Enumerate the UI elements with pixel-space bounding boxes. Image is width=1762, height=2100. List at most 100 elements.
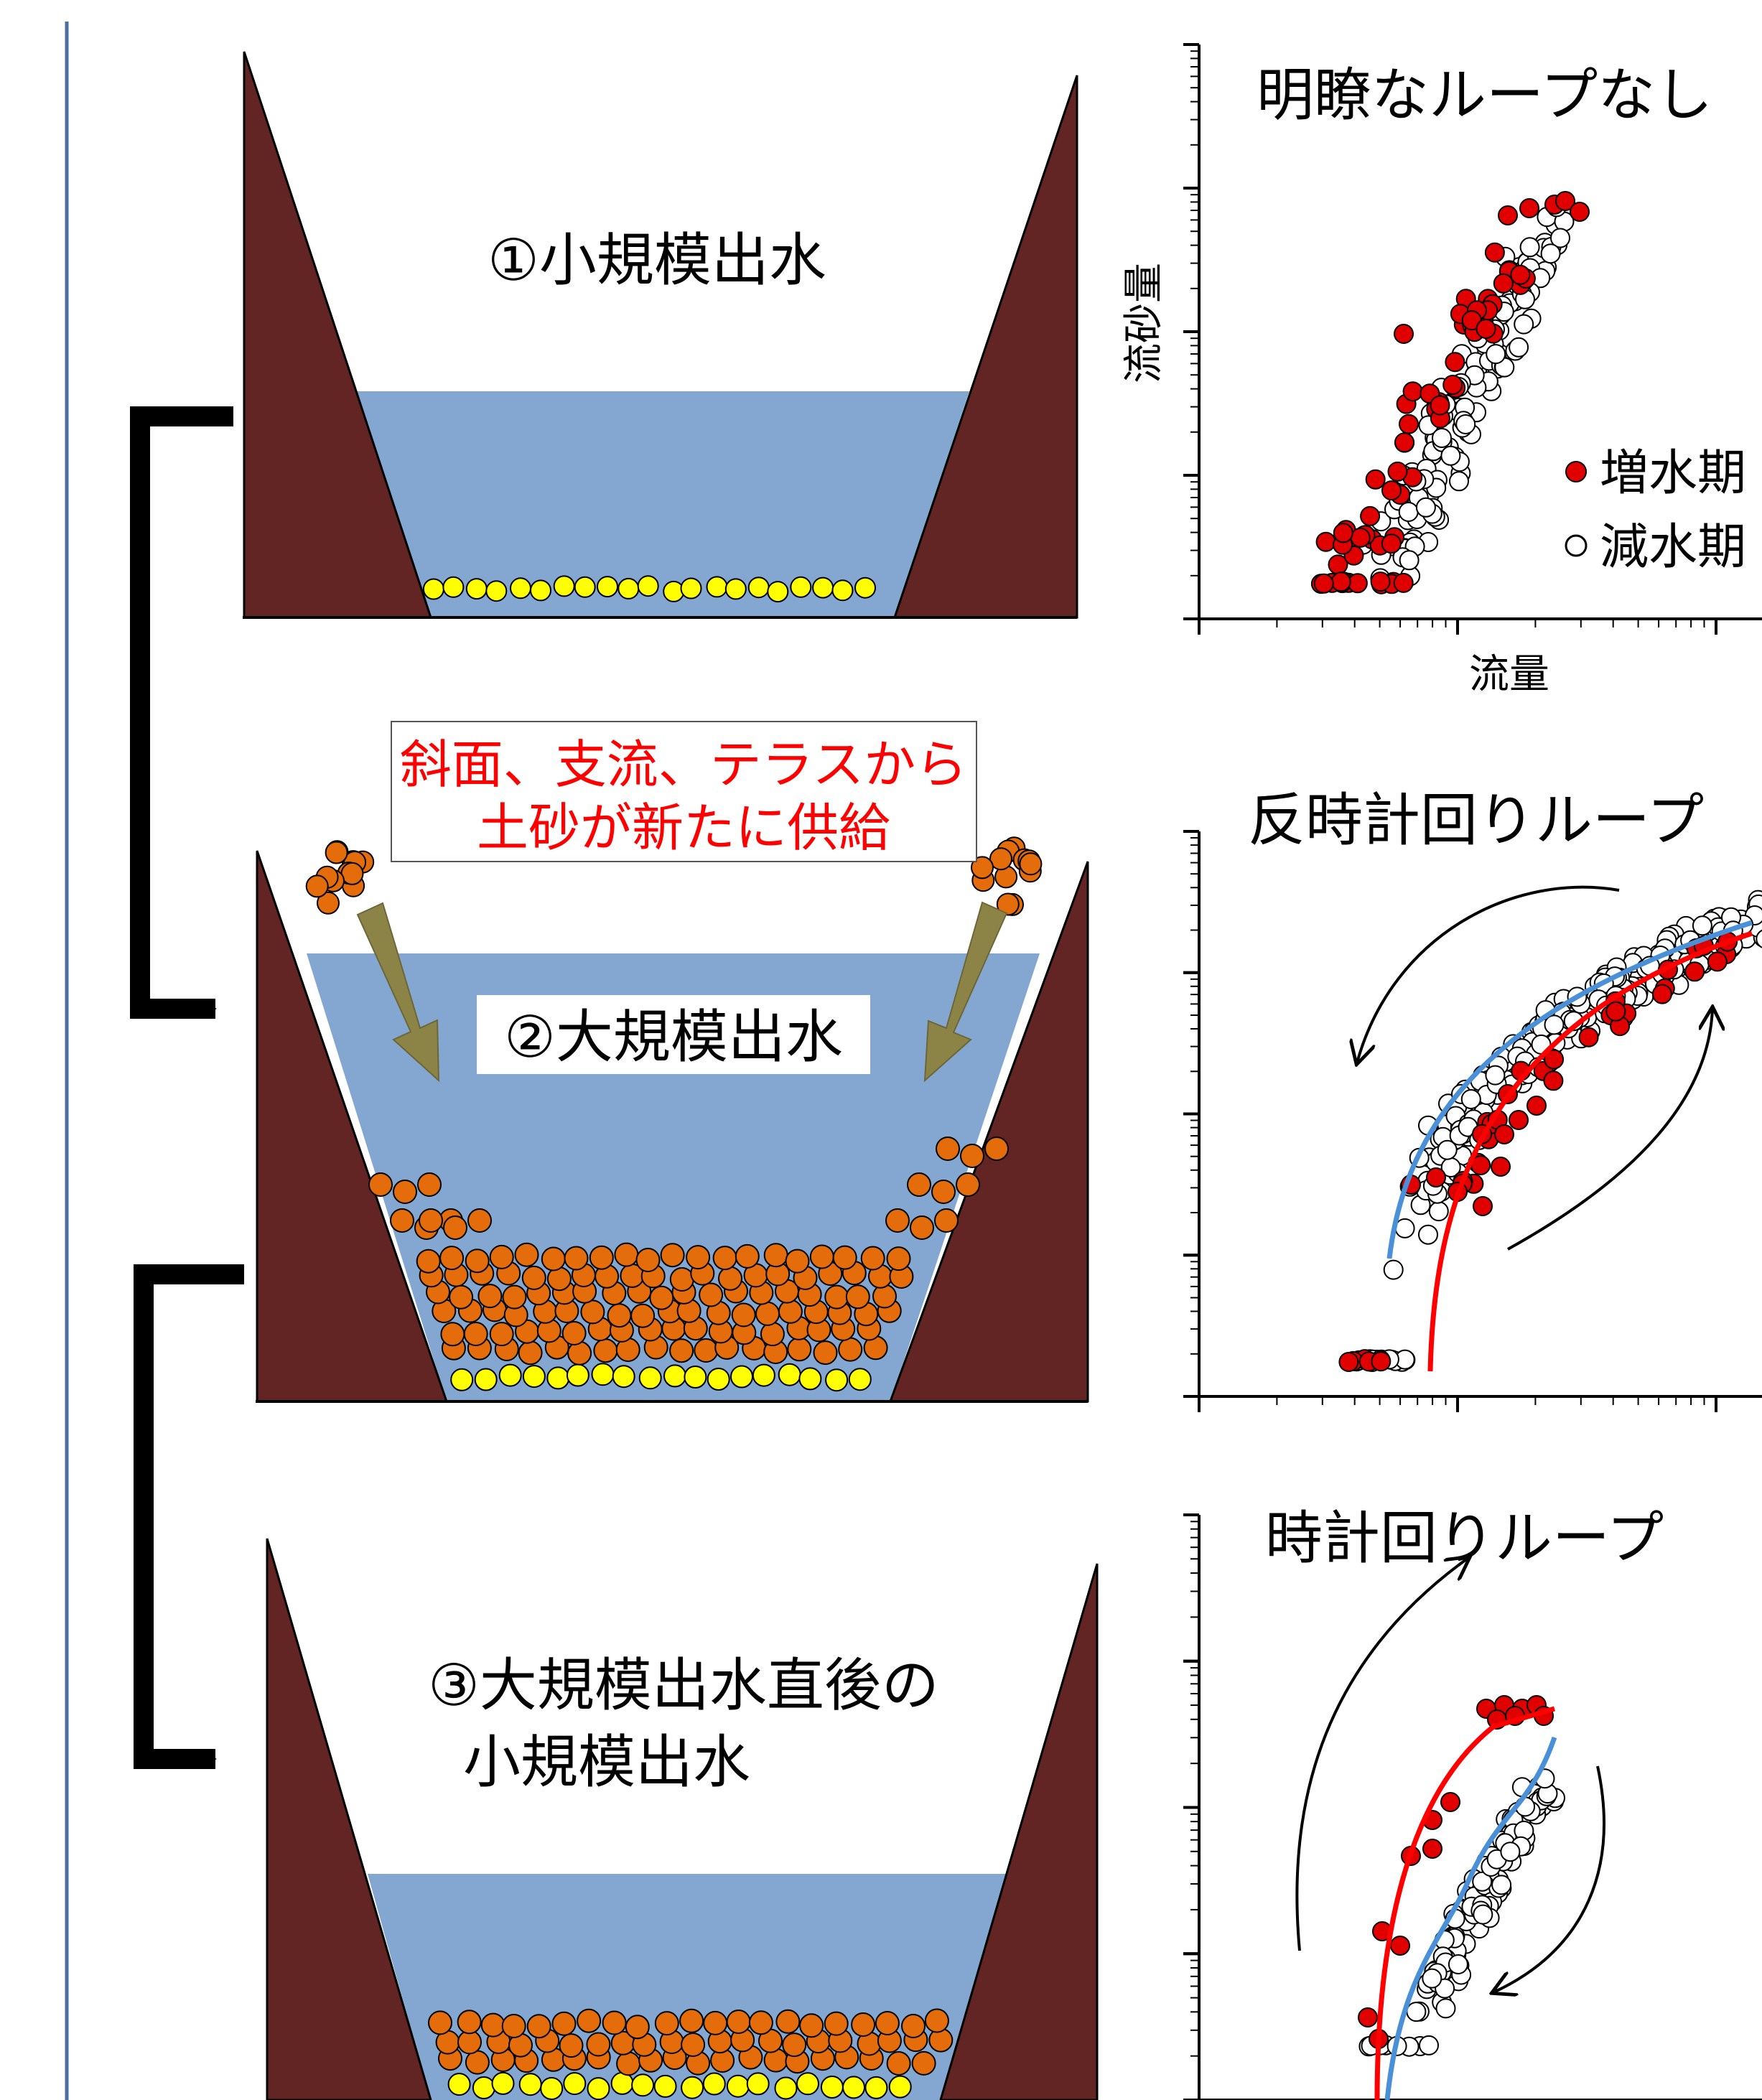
falling-point xyxy=(1491,1875,1512,1895)
fine-sediment-grain xyxy=(684,1366,707,1389)
coarse-sediment-grain xyxy=(439,1246,465,1271)
chart-3-loop-arrow-right xyxy=(1493,1765,1605,1992)
coarse-sediment-grain xyxy=(443,1215,467,1240)
rising-point xyxy=(1484,242,1505,263)
coarse-sediment-grain xyxy=(686,1245,711,1270)
rising-point xyxy=(1350,527,1371,548)
coarse-sediment-grain xyxy=(654,2011,679,2036)
stage-1-fine-sediment xyxy=(422,575,876,603)
falling-point xyxy=(1428,1201,1449,1222)
fine-sediment-grain xyxy=(587,2077,610,2100)
coarse-sediment-grain xyxy=(489,1322,514,1347)
chart-clockwise: 時計回りループ xyxy=(1183,1505,1762,2100)
falling-point xyxy=(1519,237,1540,258)
rising-point xyxy=(1393,572,1414,593)
rising-point xyxy=(1387,461,1408,482)
coarse-sediment-grain xyxy=(712,1246,737,1271)
coarse-sediment-grain xyxy=(1019,852,1043,876)
coarse-sediment-grain xyxy=(824,1284,849,1310)
falling-point xyxy=(1486,344,1506,365)
chart-2-loop-arrow-lower xyxy=(1507,1009,1712,1251)
coarse-sediment-grain xyxy=(748,2010,773,2035)
rising-point xyxy=(1442,375,1463,395)
legend-rising-label: 増水期 xyxy=(1600,445,1746,502)
rising-point xyxy=(1333,523,1353,543)
coarse-sediment-grain xyxy=(718,1266,742,1291)
fine-sediment-grain xyxy=(663,580,685,602)
coarse-sediment-grain xyxy=(910,1215,934,1240)
fine-sediment-grain xyxy=(653,2074,677,2098)
stage-2-label-box xyxy=(477,995,870,1074)
coarse-sediment-grain xyxy=(778,1299,803,1324)
falling-point xyxy=(1435,1998,1456,2019)
chart-2-rising-fit xyxy=(1427,930,1753,1372)
rising-point xyxy=(1509,1110,1529,1130)
falling-point xyxy=(1418,1224,1438,1245)
rising-point xyxy=(1578,1027,1599,1047)
coarse-sediment-grain xyxy=(703,2010,728,2035)
legend-rising-marker xyxy=(1565,461,1587,482)
coarse-sediment-grain xyxy=(735,1243,760,1269)
rising-point xyxy=(1399,414,1419,434)
coarse-sediment-grain xyxy=(589,1245,614,1270)
coarse-sediment-grain xyxy=(518,1340,543,1366)
chart-1-points xyxy=(1310,191,1590,594)
coarse-sediment-grain xyxy=(607,1303,632,1328)
fine-sediment-grain xyxy=(617,577,640,599)
supply-note-line-2: 土砂が新たに供給 xyxy=(477,798,890,858)
coarse-sediment-grain xyxy=(368,1172,393,1197)
stage-3-label-line-2: 小規模出水 xyxy=(463,1729,750,1796)
fine-sediment-grain xyxy=(854,577,876,599)
coarse-sediment-grain xyxy=(501,2014,526,2038)
falling-point xyxy=(1500,1842,1521,1862)
rising-point xyxy=(1519,198,1539,218)
chart-1-axes xyxy=(1183,43,1762,635)
coarse-sediment-grain xyxy=(832,1245,857,1270)
chart-3-falling-fit xyxy=(1384,1736,1557,2100)
fine-sediment-grain xyxy=(706,576,728,598)
fine-sediment-grain xyxy=(447,2073,471,2096)
coarse-sediment-grain xyxy=(809,1244,834,1269)
fine-sediment-grain xyxy=(491,2071,515,2095)
coarse-sediment-grain xyxy=(956,1172,980,1197)
coarse-sediment-grain xyxy=(625,2015,650,2040)
coarse-sediment-grain xyxy=(875,2011,900,2035)
coarse-sediment-grain xyxy=(559,2033,584,2058)
falling-point xyxy=(1756,929,1762,948)
falling-point xyxy=(1449,471,1469,492)
falling-point xyxy=(1399,550,1420,571)
coarse-sediment-grain xyxy=(614,1242,639,1267)
stage-3-label-line-1: ③大規模出水直後の xyxy=(428,1652,939,1719)
fine-sediment-grain xyxy=(767,581,789,603)
falling-point xyxy=(1398,502,1419,522)
chart-1-x-label: 流量 xyxy=(1469,651,1549,698)
coarse-sediment-grain xyxy=(931,1180,956,1204)
coarse-sediment-grain xyxy=(393,1180,417,1204)
rising-point xyxy=(1440,1792,1460,1812)
coarse-sediment-grain xyxy=(755,1301,780,1326)
falling-point xyxy=(1448,1954,1468,1974)
rising-point xyxy=(1498,205,1518,225)
falling-point xyxy=(1692,915,1712,936)
rising-point xyxy=(1493,273,1514,294)
falling-point xyxy=(1509,337,1529,358)
falling-point xyxy=(1394,1218,1415,1238)
coarse-sediment-grain xyxy=(489,1244,514,1269)
rising-point xyxy=(1381,480,1402,501)
coarse-sediment-grain xyxy=(616,2051,641,2076)
fine-sediment-grain xyxy=(566,1363,589,1387)
chart-2-falling-fit xyxy=(1386,920,1753,1259)
coarse-sediment-grain xyxy=(564,1246,589,1271)
fine-sediment-grain xyxy=(540,2077,564,2100)
fine-sediment-grain xyxy=(546,1366,570,1390)
fine-sediment-grain xyxy=(485,580,508,602)
coarse-sediment-grain xyxy=(681,2033,706,2057)
stage-3-right-bank xyxy=(939,1563,1099,2100)
falling-point xyxy=(1422,1968,1442,1989)
coarse-sediment-grain xyxy=(799,2013,824,2038)
chart-1-title: 明瞭なループなし xyxy=(1257,62,1712,129)
stage-3-channel: ③大規模出水直後の 小規模出水 xyxy=(266,1538,1099,2100)
coarse-sediment-grain xyxy=(984,1137,1009,1161)
falling-point xyxy=(1419,2035,1439,2055)
falling-point xyxy=(1437,1139,1458,1160)
